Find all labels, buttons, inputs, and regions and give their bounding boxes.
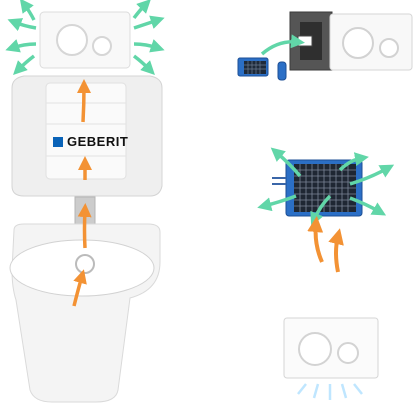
flush-button-small xyxy=(92,36,112,56)
odour-filter-airflow xyxy=(257,147,395,273)
brand-logo: GEBERIT xyxy=(53,135,128,148)
brand-square-icon xyxy=(53,136,63,147)
illuminated-flush-plate xyxy=(283,317,379,400)
extraction-airflow-arrows xyxy=(72,79,92,307)
fresh-air-arrows xyxy=(5,0,165,75)
filter-module-small xyxy=(237,57,287,81)
filter-grid xyxy=(294,164,356,212)
outlet-ring xyxy=(75,254,95,274)
flush-plate-with-filter-module xyxy=(237,11,413,81)
filter-intake-arrows xyxy=(307,216,344,273)
flush-button-large xyxy=(56,24,88,56)
light-rays xyxy=(297,383,363,400)
brand-name: GEBERIT xyxy=(67,134,129,149)
toilet-with-concealed-cistern xyxy=(5,0,165,403)
